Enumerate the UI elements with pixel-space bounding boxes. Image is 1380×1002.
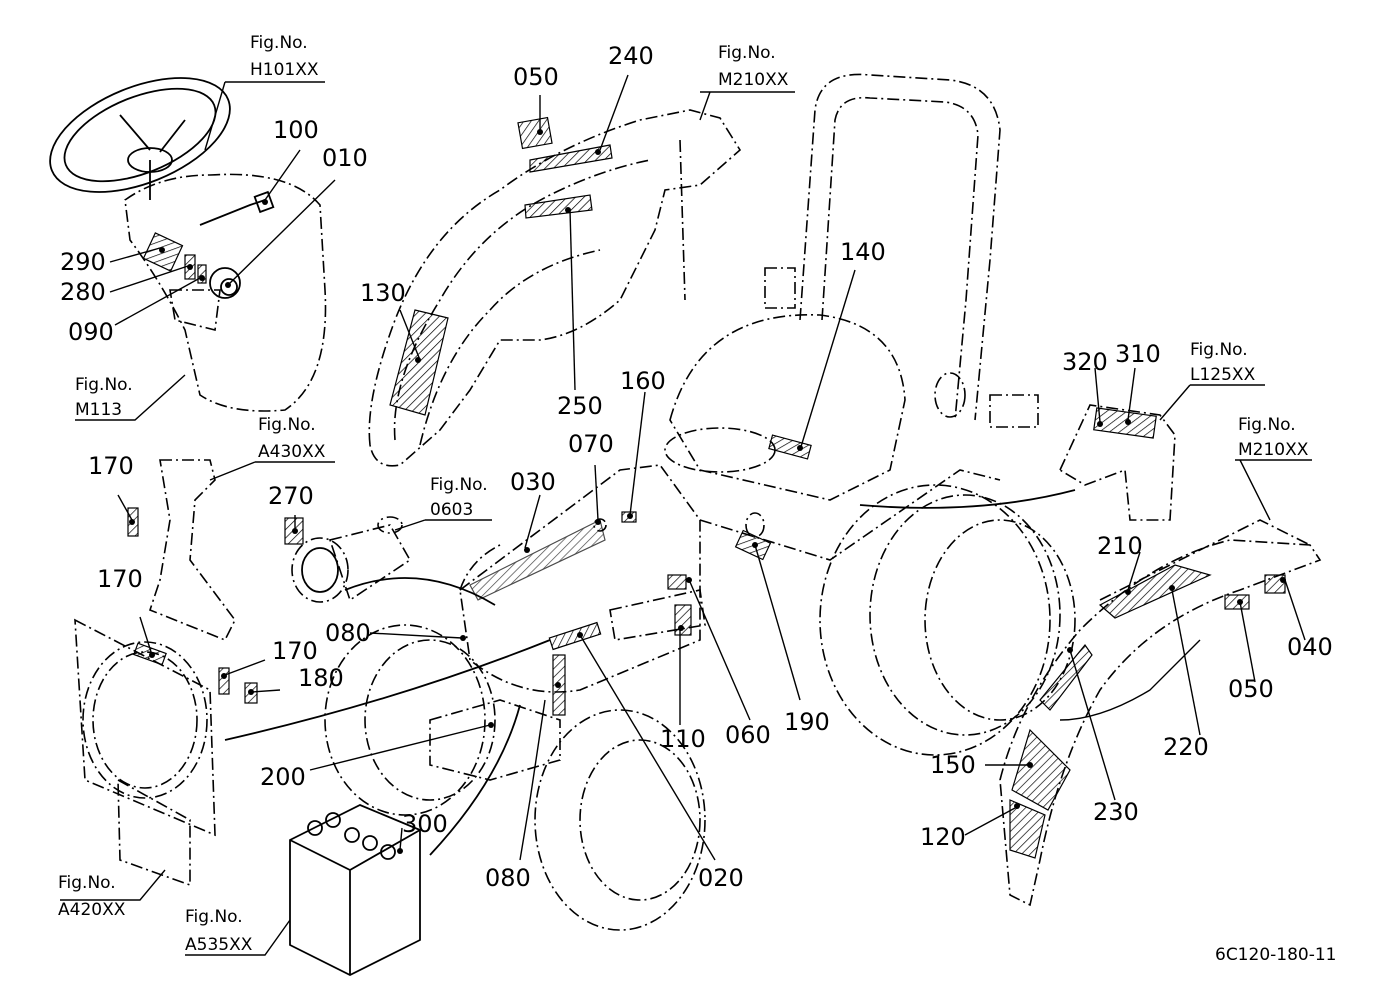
front-wheel-left: [324, 624, 496, 816]
fig-ref-h101-code: H101XX: [250, 60, 319, 80]
part-label-300: 300: [402, 810, 448, 838]
steering-wheel: [49, 77, 231, 193]
fig-ref-l125-code: L125XX: [1190, 365, 1256, 385]
figure-reference-labels: Fig.No. H101XX Fig.No. M210XX Fig.No. M1…: [58, 33, 1309, 955]
part-label-140: 140: [840, 238, 886, 266]
part-label-120: 120: [920, 823, 966, 851]
part-label-180: 180: [298, 664, 344, 692]
part-label-170-a: 170: [88, 452, 134, 480]
part-label-160: 160: [620, 367, 666, 395]
part-label-270: 270: [268, 482, 314, 510]
battery: [289, 804, 421, 977]
air-duct: [127, 459, 258, 704]
part-label-090: 090: [68, 318, 114, 346]
part-label-150: 150: [930, 751, 976, 779]
reference-arrows: [224, 489, 1076, 856]
fig-ref-h101-title: Fig.No.: [250, 33, 308, 53]
part-label-190: 190: [784, 708, 830, 736]
seat-bracket: [1058, 404, 1176, 521]
radiator-shroud: [74, 618, 216, 887]
fig-ref-m113-title: Fig.No.: [75, 375, 133, 395]
front-wheel-right: [534, 709, 706, 931]
fig-ref-m210-top-title: Fig.No.: [718, 43, 776, 63]
tractor-body: [429, 314, 1001, 781]
part-label-240: 240: [608, 42, 654, 70]
drawing-code: 6C120-180-11: [1215, 945, 1336, 965]
part-label-100: 100: [273, 116, 319, 144]
fig-ref-m210-right-title: Fig.No.: [1238, 415, 1296, 435]
part-label-030: 030: [510, 468, 556, 496]
fig-ref-l125-title: Fig.No.: [1190, 340, 1248, 360]
part-label-050-right: 050: [1228, 675, 1274, 703]
part-label-170-b: 170: [97, 565, 143, 593]
leader-lines: [60, 74, 1312, 956]
part-label-230: 230: [1093, 798, 1139, 826]
fig-ref-m210-top-code: M210XX: [718, 70, 789, 90]
part-label-040: 040: [1287, 633, 1333, 661]
part-label-210: 210: [1097, 532, 1143, 560]
part-label-050-top: 050: [513, 63, 559, 91]
fig-ref-m210-right-code: M210XX: [1238, 440, 1309, 460]
part-label-020: 020: [698, 864, 744, 892]
part-label-080-a: 080: [325, 619, 371, 647]
part-label-010: 010: [322, 144, 368, 172]
part-label-290: 290: [60, 248, 106, 276]
fender: [999, 519, 1322, 907]
fig-ref-a535-code: A535XX: [185, 935, 253, 955]
fig-ref-m113-code: M113: [75, 400, 122, 420]
rear-wheel: [819, 484, 1076, 756]
reference-dots: [129, 129, 1286, 854]
fig-ref-0603-title: Fig.No.: [430, 475, 488, 495]
part-label-310: 310: [1115, 340, 1161, 368]
part-label-060: 060: [725, 721, 771, 749]
part-label-070: 070: [568, 430, 614, 458]
part-label-320: 320: [1062, 348, 1108, 376]
fig-ref-a430-title: Fig.No.: [258, 415, 316, 435]
part-number-labels: 100 010 290 280 090 050 240 130 250 140 …: [60, 42, 1333, 892]
part-label-220: 220: [1163, 733, 1209, 761]
fig-ref-a535-title: Fig.No.: [185, 907, 243, 927]
hood-assembly: [368, 109, 742, 467]
part-label-170-c: 170: [272, 637, 318, 665]
fig-ref-0603-code: 0603: [430, 500, 473, 520]
part-label-250: 250: [557, 392, 603, 420]
fig-ref-a430-code: A430XX: [258, 442, 326, 462]
part-label-080-b: 080: [485, 864, 531, 892]
fig-ref-a420-code: A420XX: [58, 900, 126, 920]
part-label-110: 110: [660, 725, 706, 753]
fig-ref-a420-title: Fig.No.: [58, 873, 116, 893]
part-label-280: 280: [60, 278, 106, 306]
part-label-200: 200: [260, 763, 306, 791]
part-label-130: 130: [360, 279, 406, 307]
rops-frame: [764, 73, 1039, 428]
